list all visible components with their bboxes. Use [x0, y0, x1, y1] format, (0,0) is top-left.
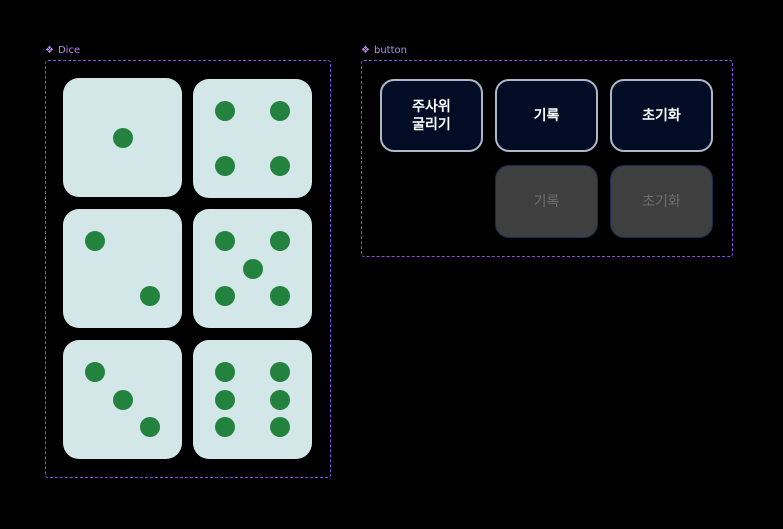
- component-icon: ❖: [361, 45, 370, 56]
- die-pip: [139, 285, 160, 306]
- die-face-5: [193, 209, 312, 328]
- reset-button[interactable]: 초기화: [610, 79, 713, 152]
- die-pip: [112, 127, 133, 148]
- die-pip: [215, 155, 236, 176]
- dice-frame-label: ❖ Dice: [45, 45, 80, 57]
- reset-button-disabled: 초기화: [610, 165, 713, 238]
- dice-frame-title: Dice: [57, 45, 81, 56]
- dice-frame: [45, 60, 331, 478]
- button-frame: 주사위 굴리기 기록 초기화 기록 초기화: [361, 60, 733, 257]
- die-pip: [269, 362, 290, 383]
- die-face-1: [63, 78, 182, 197]
- die-pip: [215, 362, 236, 383]
- die-pip: [269, 416, 290, 437]
- record-button-disabled: 기록: [495, 165, 598, 238]
- record-button[interactable]: 기록: [495, 79, 598, 152]
- die-pip: [269, 285, 290, 306]
- button-frame-label: ❖ button: [361, 45, 407, 57]
- die-pip: [269, 389, 290, 410]
- die-pip: [112, 389, 133, 410]
- die-pip: [215, 416, 236, 437]
- die-pip: [242, 258, 263, 279]
- die-face-6: [193, 340, 312, 459]
- component-icon: ❖: [45, 45, 54, 56]
- die-pip: [269, 231, 290, 252]
- die-face-3: [63, 340, 182, 459]
- die-pip: [215, 231, 236, 252]
- roll-dice-button[interactable]: 주사위 굴리기: [380, 79, 483, 152]
- die-pip: [85, 231, 106, 252]
- die-pip: [269, 101, 290, 122]
- die-face-4: [193, 79, 312, 198]
- die-face-2: [63, 209, 182, 328]
- button-frame-title: button: [373, 45, 407, 56]
- die-pip: [269, 155, 290, 176]
- die-pip: [215, 389, 236, 410]
- die-pip: [139, 416, 160, 437]
- die-pip: [215, 101, 236, 122]
- die-pip: [85, 362, 106, 383]
- die-pip: [215, 285, 236, 306]
